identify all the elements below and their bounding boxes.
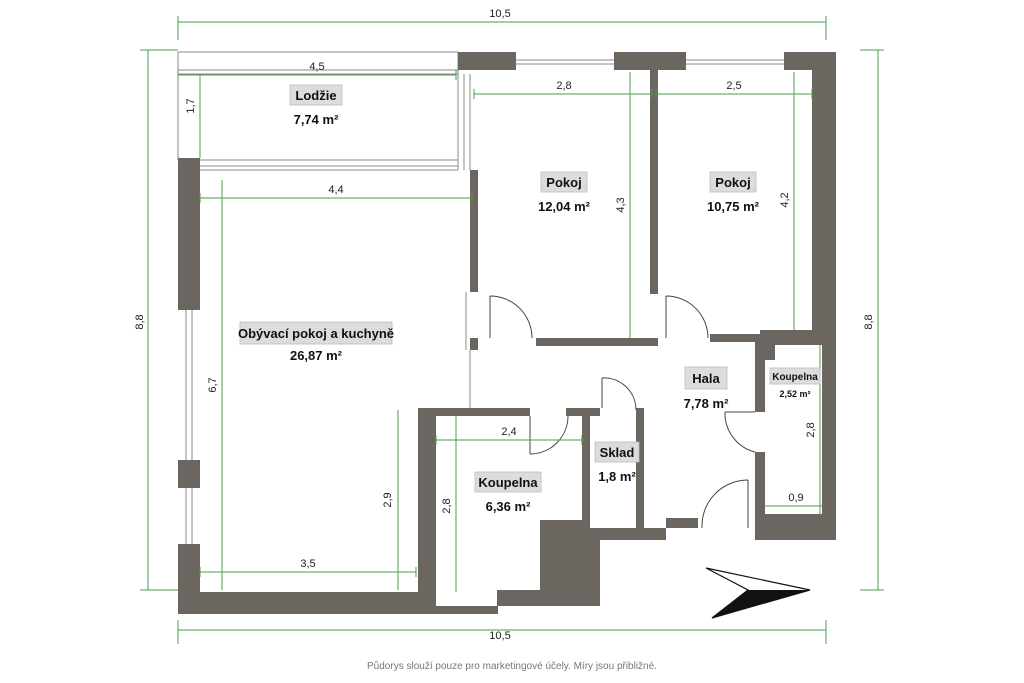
room-area-pokoj1: 12,04 m² (538, 199, 591, 214)
room-label-pokoj2: Pokoj 10,75 m² (707, 171, 760, 214)
room-area-hala: 7,78 m² (684, 396, 729, 411)
windows (185, 59, 784, 544)
dim-right-height: 8,8 (863, 314, 875, 329)
dim-lodzie-w: 4,5 (309, 61, 324, 73)
room-label-hala: Hala 7,78 m² (684, 366, 729, 411)
dim-obyvaci-top: 4,4 (328, 184, 343, 196)
dim-obyvaci-right: 2,9 (382, 492, 394, 507)
dim-koupelna-small-h: 2,8 (805, 422, 817, 437)
room-name-lodzie: Lodžie (295, 88, 336, 103)
room-name-pokoj1: Pokoj (546, 175, 581, 190)
doors (489, 295, 756, 529)
dim-obyvaci-left: 6,7 (207, 377, 219, 392)
room-name-koupelna: Koupelna (478, 475, 538, 490)
dim-left-height: 8,8 (134, 314, 146, 329)
room-area-sklad: 1,8 m² (598, 469, 636, 484)
room-area-pokoj2: 10,75 m² (707, 199, 760, 214)
dim-pokoj1-h: 4,3 (615, 197, 627, 212)
dim-koupelna-small-w: 0,9 (788, 492, 803, 504)
dim-obyvaci-bottom: 3,5 (300, 558, 315, 570)
dim-koupelna-w: 2,4 (501, 426, 516, 438)
room-label-koupelna-small: Koupelna 2,52 m² (769, 367, 821, 399)
room-area-lodzie: 7,74 m² (294, 112, 339, 127)
room-area-koupelna-small: 2,52 m² (779, 389, 810, 399)
dim-bottom-width: 10,5 (489, 630, 510, 642)
dim-koupelna-h: 2,8 (441, 498, 453, 513)
room-area-koupelna: 6,36 m² (486, 499, 531, 514)
room-label-lodzie: Lodžie 7,74 m² (289, 84, 343, 127)
walls (178, 52, 836, 614)
overall-dimensions: 10,5 10,5 8,8 8,8 (134, 8, 884, 644)
room-label-obyvaci: Obývací pokoj a kuchyně 26,87 m² (238, 321, 394, 363)
room-name-koupelna-small: Koupelna (772, 372, 818, 383)
disclaimer-text: Půdorys slouží pouze pro marketingové úč… (367, 661, 657, 672)
dim-top-width: 10,5 (489, 8, 510, 20)
dim-pokoj1-w: 2,8 (556, 80, 571, 92)
room-name-obyvaci: Obývací pokoj a kuchyně (238, 326, 394, 341)
dim-pokoj2-w: 2,5 (726, 80, 741, 92)
north-arrow-icon (705, 567, 811, 619)
room-name-sklad: Sklad (600, 445, 635, 460)
room-dimensions: 4,5 1,7 4,4 6,7 3,5 2,9 2,8 4,3 2,5 4,2 … (177, 61, 822, 592)
room-label-koupelna: Koupelna 6,36 m² (474, 471, 542, 514)
room-name-hala: Hala (692, 371, 720, 386)
dim-pokoj2-h: 4,2 (779, 192, 791, 207)
room-name-pokoj2: Pokoj (715, 175, 750, 190)
room-label-sklad: Sklad 1,8 m² (594, 441, 640, 484)
dim-lodzie-h: 1,7 (185, 98, 197, 113)
room-label-pokoj1: Pokoj 12,04 m² (538, 171, 591, 214)
room-area-obyvaci: 26,87 m² (290, 348, 343, 363)
loggia-outline (177, 51, 471, 171)
